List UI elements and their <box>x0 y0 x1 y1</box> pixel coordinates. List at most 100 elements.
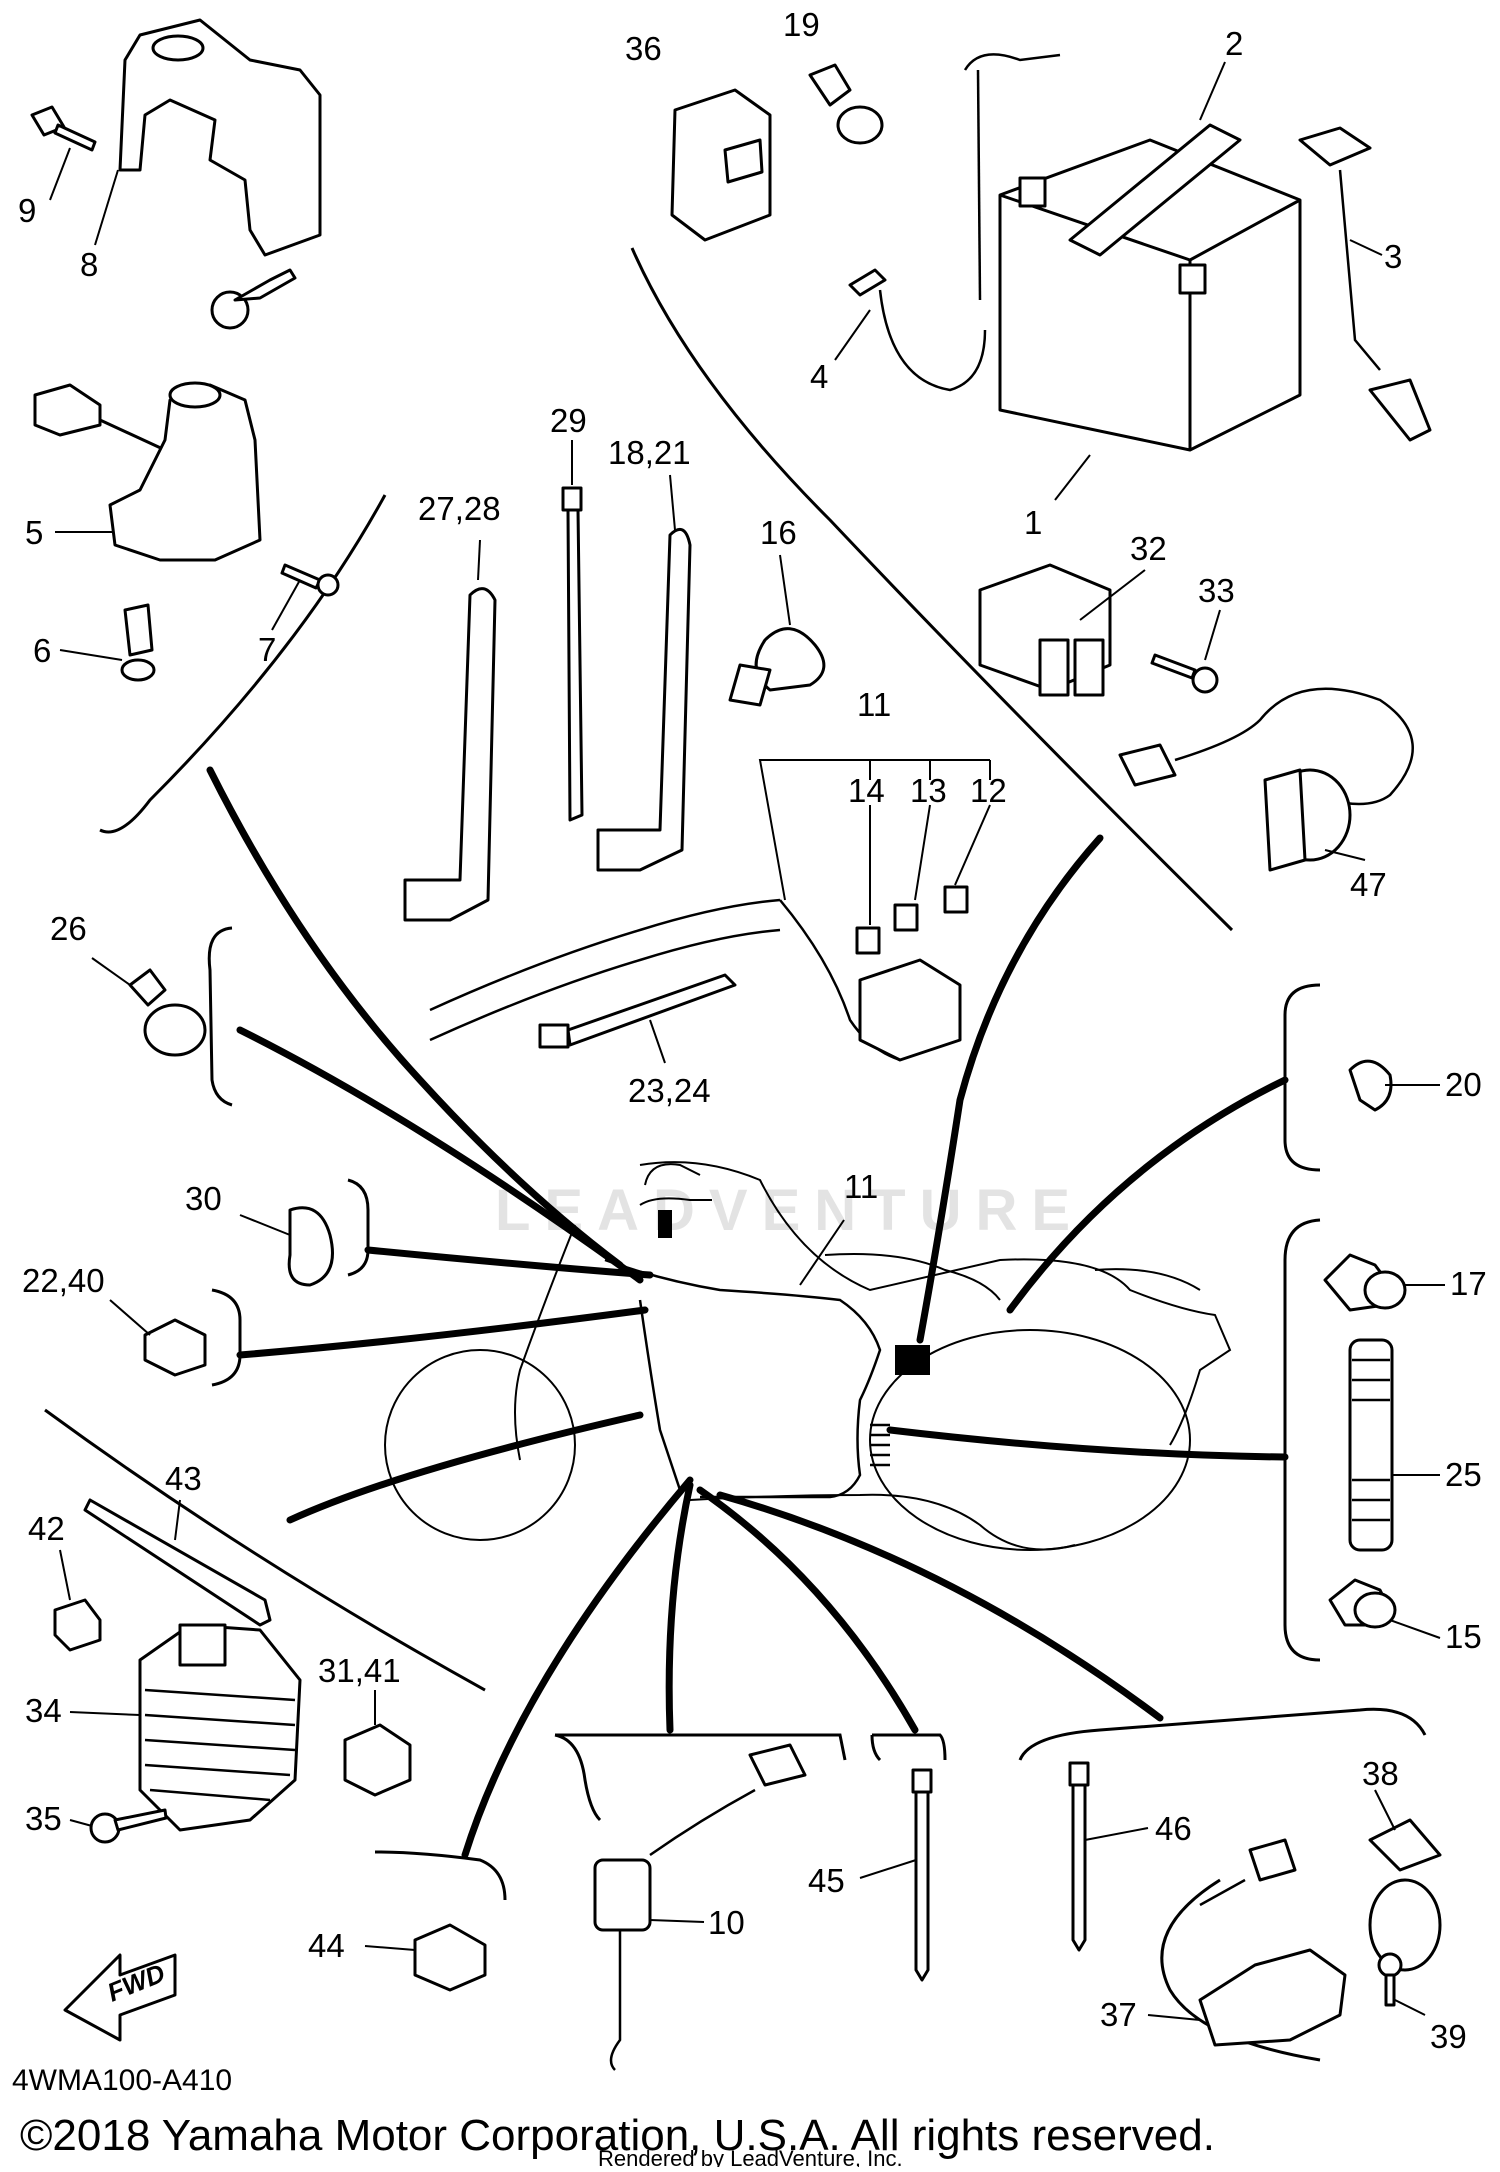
leader-2 <box>1199 61 1226 121</box>
leader-39 <box>1394 1999 1426 2016</box>
part-36-body <box>670 88 772 242</box>
clamp-part-17 <box>1323 1253 1407 1312</box>
leader-30 <box>239 1214 291 1236</box>
part-44-shape <box>413 1923 487 1992</box>
callout-43: 43 <box>165 1460 202 1497</box>
fuse-part-12 <box>943 885 969 914</box>
fwd-arrow: FWD <box>63 1953 177 2042</box>
bolt-part-35 <box>89 1808 168 1844</box>
battery-band-part-2 <box>1068 123 1242 257</box>
callout-39: 39 <box>1430 2018 1467 2055</box>
rendered-by-notice: Rendered by LeadVenture, Inc. <box>598 2146 903 2167</box>
zone-17-bracket <box>1283 1218 1321 1662</box>
part-29-strap <box>566 508 584 822</box>
part-23-head <box>538 1023 570 1049</box>
part-26-ring <box>143 1003 207 1057</box>
leader-10 <box>649 1919 705 1923</box>
callout-44: 44 <box>308 1927 345 1964</box>
clamp-part-20 <box>1348 1059 1393 1112</box>
part-9-shaft <box>53 123 97 152</box>
part-3-cable <box>1338 169 1381 371</box>
callout-45: 45 <box>808 1862 845 1899</box>
part-5-wire <box>99 418 166 452</box>
leader-38 <box>1374 1789 1396 1831</box>
cable-tie-part-43 <box>83 1498 272 1627</box>
part-22-shape <box>143 1318 207 1377</box>
part-4-lug <box>848 268 887 297</box>
part-6-head <box>120 658 156 682</box>
zone-44-bar <box>374 1850 507 1901</box>
callout-18-21: 18,21 <box>608 434 691 471</box>
part-6-shape <box>123 603 154 657</box>
part-10-body <box>593 1858 652 1932</box>
callout-13: 13 <box>910 772 947 809</box>
zone-30-bracket <box>347 1178 370 1277</box>
battery-lead-part-3 <box>1298 126 1432 442</box>
bolt-part-9 <box>30 105 97 152</box>
callout-22-40: 22,40 <box>22 1262 105 1299</box>
grommet-part-25 <box>1348 1338 1394 1552</box>
callout-32: 32 <box>1130 530 1167 567</box>
battery-lead-part-4 <box>848 53 1061 392</box>
part-10-connector <box>748 1743 807 1787</box>
part-34-fins <box>144 1688 296 1802</box>
zone-right-bottom-bar <box>1018 1707 1427 1761</box>
part-7-shaft <box>280 563 322 590</box>
part-25-body <box>1348 1338 1394 1552</box>
clamp-part-30 <box>287 1206 334 1287</box>
lead-17 <box>886 1426 1289 1461</box>
leader-7 <box>271 579 301 631</box>
clamp-part-19 <box>808 63 884 145</box>
harness-relay-block <box>895 1345 930 1375</box>
main-switch-part-5 <box>33 268 297 562</box>
leader-45 <box>859 1859 917 1879</box>
leader-42 <box>59 1549 71 1601</box>
clamp-part-31-41 <box>343 1723 412 1797</box>
zone-10-top <box>554 1733 602 1822</box>
cap-part-38 <box>1368 1818 1442 1972</box>
relay-part-36 <box>670 88 772 242</box>
part-10-spring <box>609 1930 622 2071</box>
front-fork-outline <box>514 1224 576 1461</box>
leader-8 <box>94 169 119 246</box>
part-11-bracket-leader <box>758 759 991 901</box>
leader-46 <box>1084 1827 1149 1841</box>
part-29-head <box>561 486 583 512</box>
part-37-wire <box>1199 1878 1246 1907</box>
zone-45-bar <box>870 1733 947 1762</box>
callout-2: 2 <box>1225 25 1243 62</box>
part-4-cable <box>878 289 987 392</box>
part-3-cap <box>1298 126 1372 167</box>
part-4-down-cable <box>976 69 982 301</box>
callout-11a: 11 <box>857 686 891 723</box>
callout-1: 1 <box>1024 504 1042 541</box>
leader-9 <box>49 147 71 201</box>
part-43-strap <box>83 1498 272 1627</box>
screw-part-39 <box>1377 1952 1403 2007</box>
callout-38: 38 <box>1362 1755 1399 1792</box>
part-15-ring <box>1353 1591 1397 1629</box>
lead-20 <box>1006 1076 1289 1314</box>
part-47-flange <box>1263 768 1307 872</box>
part-34-connector <box>178 1623 227 1667</box>
part-47-connector <box>1118 743 1177 787</box>
lead-battery <box>916 834 1104 1344</box>
cable-tie-part-18-21 <box>596 527 692 872</box>
part-39-shaft <box>1384 1973 1396 2007</box>
callout-labels: 9 8 5 6 7 36 19 2 3 4 1 32 33 47 27,28 2… <box>18 6 1487 2055</box>
clamp-part-22-40 <box>143 1318 207 1377</box>
leader-23 <box>649 1019 666 1064</box>
callout-5: 5 <box>25 514 43 551</box>
part-26-clip <box>128 968 167 1007</box>
callout-23-24: 23,24 <box>628 1072 711 1109</box>
clamp-part-16 <box>728 627 826 707</box>
callout-33: 33 <box>1198 572 1235 609</box>
part-11-wire-1 <box>429 898 781 1012</box>
part-11-fuse-box <box>858 958 962 1062</box>
part-35-head <box>89 1812 121 1844</box>
part-31-shape <box>343 1723 412 1797</box>
zone-10-bar <box>555 1733 847 1761</box>
leader-15 <box>1389 1619 1441 1639</box>
